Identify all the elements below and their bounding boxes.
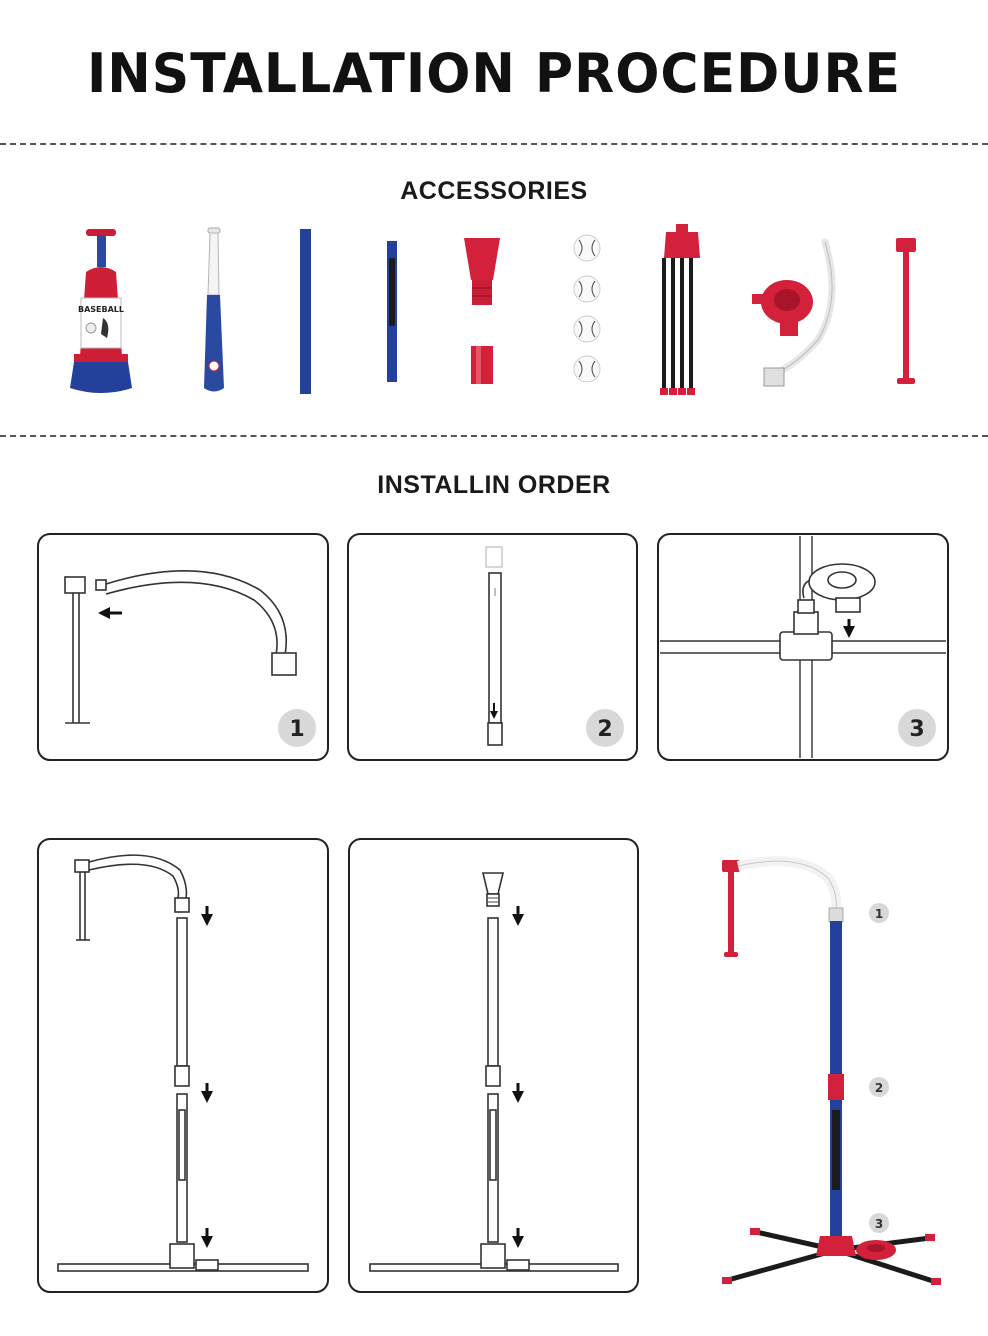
accessories-heading: ACCESSORIES	[400, 177, 588, 205]
callout-2: 2	[875, 1081, 883, 1095]
step-panel-1: 1	[37, 533, 329, 761]
step-number-3: 3	[909, 717, 924, 742]
step-panel-2: 2	[347, 533, 638, 761]
holder-stick-accessory	[896, 238, 916, 384]
divider-middle	[0, 435, 988, 437]
page-title: INSTALLATION PROCEDURE	[86, 42, 902, 106]
step-panel-5	[348, 838, 639, 1293]
curved-tube-accessory	[763, 238, 836, 387]
divider-top	[0, 143, 988, 145]
assembled-tee-illustration: 1 2 3	[722, 856, 941, 1285]
short-pole-accessory	[387, 241, 397, 382]
cone-connector-accessory	[464, 238, 500, 384]
step-number-2: 2	[597, 717, 612, 742]
bat-accessory	[204, 227, 224, 392]
long-pole-accessory	[300, 229, 311, 394]
callout-3: 3	[875, 1217, 883, 1231]
callout-1: 1	[875, 907, 883, 921]
tripod-legs-accessory	[660, 224, 700, 395]
step-panel-4	[37, 838, 329, 1293]
bottle-label: BASEBALL	[78, 305, 124, 314]
step-number-1: 1	[289, 717, 304, 742]
order-heading: INSTALLIN ORDER	[377, 471, 611, 499]
step-panel-3: 3	[657, 533, 949, 761]
launcher-bottle-accessory: BASEBALL	[70, 229, 132, 393]
baseballs-accessory	[573, 234, 601, 383]
base-cap-accessory	[752, 280, 813, 336]
